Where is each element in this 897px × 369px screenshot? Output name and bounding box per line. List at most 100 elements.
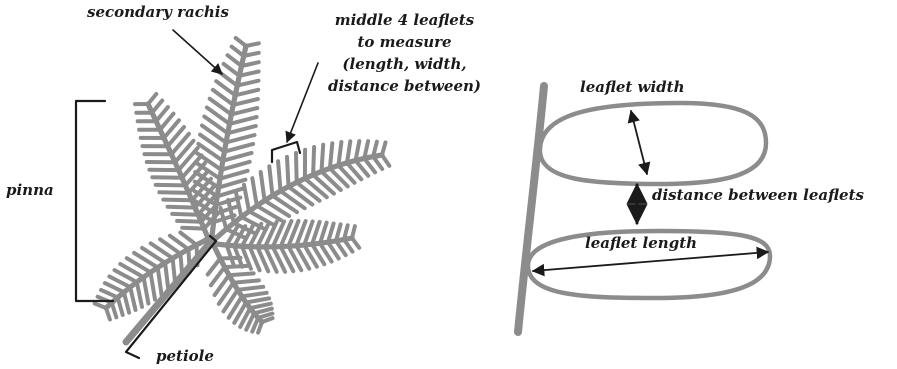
pinna-right-leaflet: [336, 163, 357, 185]
pinna-lower-left-leaflet: [132, 250, 160, 270]
pinna-lower-right-leaflet: [350, 224, 357, 240]
pinna-lower-left-leaflet: [155, 265, 164, 298]
pinna-right-leaflet: [311, 172, 336, 196]
pinna-lower-left-leaflet: [178, 230, 199, 247]
label-petiole: petiole: [156, 347, 214, 365]
pinna-lower-left-leaflet: [109, 300, 119, 320]
pinna-lower-right-leaflet: [318, 241, 334, 264]
pinna-lower-right-leaflet: [310, 219, 322, 247]
pinna-right: [211, 139, 392, 243]
pinna-upper-left-leaflet: [170, 211, 201, 217]
pinna-top-leaflet: [233, 36, 248, 48]
pinna-lower-right-leaflet: [263, 244, 279, 274]
label-secondary-rachis: secondary rachis: [87, 3, 229, 21]
pinna-bottom-leaflet: [256, 311, 275, 320]
pinna-lower-right-leaflet: [263, 220, 279, 249]
label-middle-leaflets-line-2: to measure: [357, 33, 452, 51]
label-middle-leaflets-line-1: middle 4 leaflets: [334, 11, 475, 29]
pinna-top-leaflet: [222, 141, 256, 154]
pinna-lower-right-leaflet: [350, 236, 362, 250]
pinna-top-leaflet: [210, 87, 236, 107]
pinna-upper-left-leaflet: [169, 131, 191, 157]
pinna-lower-right-leaflet: [255, 244, 271, 274]
pinna-lower-right-leaflet: [342, 223, 350, 242]
pinna-upper-left-leaflet: [190, 176, 213, 203]
pinna-lower-right-leaflet: [302, 219, 315, 247]
pinna-right-leaflet: [278, 189, 307, 211]
pinna-top-leaflet: [237, 69, 261, 78]
pinna-lower-right-leaflet: [326, 240, 341, 261]
pinna-bottom-leaflet: [218, 255, 243, 261]
pinna-right-leaflet: [353, 158, 371, 178]
pinna-lower-right-leaflet: [224, 225, 239, 248]
pinna-top-leaflet: [239, 60, 261, 68]
pinna-upper-left-leaflet: [157, 190, 191, 195]
pinna-upper-left-leaflet: [153, 182, 188, 188]
pinna-top-leaflet: [200, 123, 228, 145]
pinna-right-leaflet: [319, 142, 326, 174]
pinna-lower-left-leaflet: [128, 285, 138, 312]
pinna-top-leaflet: [224, 133, 257, 145]
pinna-top-leaflet: [227, 115, 259, 126]
pinna-lower-left-leaflet: [107, 274, 133, 290]
label-middle-leaflets: middle 4 leaflets to measure (length, wi…: [302, 9, 507, 97]
pinna-upper-left-leaflet: [150, 175, 184, 180]
pinna-lower-left-leaflet: [141, 275, 151, 306]
pinna-top-leaflet: [225, 53, 244, 68]
pinna-right-leaflet: [319, 169, 343, 192]
pinna-upper-left-leaflet: [175, 218, 204, 224]
rachis-stem: [514, 82, 548, 336]
leaflet-length-arrow: [531, 246, 770, 277]
pinna-bottom-leaflet: [232, 300, 248, 325]
pinna-top-leaflet: [225, 124, 258, 136]
pinna-upper-left-leaflet: [183, 161, 207, 188]
pinna-right-leaflet: [294, 151, 299, 185]
label-leaflet-width: leaflet width: [580, 78, 685, 96]
pinna-lower-right-leaflet: [286, 218, 301, 249]
pinna-right-leaflet: [380, 153, 392, 168]
pinna-lower-left-leaflet: [112, 268, 139, 285]
pinna-top-leaflet: [214, 79, 238, 98]
pinna-lower-left-leaflet: [167, 233, 191, 252]
pinna-right-leaflet: [353, 139, 362, 163]
pinna-top-leaflet: [198, 132, 227, 154]
secondary-rachis-pointer: [172, 29, 223, 75]
pinna-lower-right-leaflet: [239, 244, 253, 271]
fern-leaf-drawing: [92, 36, 392, 346]
pinna-right-leaflet: [371, 139, 379, 159]
pinna-bottom-leaflet: [222, 263, 250, 270]
pinna-bottom-leaflet: [252, 306, 274, 316]
pinna-lower-right-leaflet: [278, 219, 294, 249]
pinna-bottom-leaflet: [248, 301, 273, 311]
pinna-lower-left-leaflet: [102, 281, 126, 295]
pinna-top-leaflet: [244, 41, 261, 48]
middle-leaflets-pointer: [285, 62, 319, 144]
pinna-lower-left-leaflet: [194, 242, 200, 268]
pinna-upper-left-leaflet: [180, 153, 204, 180]
pinna-upper-left-leaflet: [161, 118, 181, 140]
pinna-top-leaflet: [229, 44, 246, 58]
pinna-upper-left-leaflet: [150, 98, 165, 115]
pinna-right-leaflet: [226, 197, 236, 225]
pinna-right-leaflet: [345, 139, 353, 165]
pinna-lower-right-leaflet: [239, 222, 256, 249]
pinna-lower-right-leaflet: [318, 220, 329, 246]
pinna-top-leaflet: [193, 170, 221, 190]
pinna-upper-left-leaflet: [161, 197, 194, 203]
pinna-lower-left-leaflet: [163, 260, 171, 293]
petiole-bracket: [124, 234, 218, 360]
pinna-top-leaflet: [217, 168, 250, 181]
pinna-right-leaflet: [276, 159, 283, 193]
pinna-lower-right-leaflet: [334, 222, 343, 243]
leaflet-width-arrow: [627, 109, 651, 176]
pinna-bottom-leaflet: [238, 306, 253, 329]
pinna-upper-left-leaflet: [202, 210, 221, 231]
pinna-lower-left-leaflet: [121, 290, 132, 315]
pinna-lower-left-leaflet: [92, 301, 108, 310]
pinna-lower-right-leaflet: [310, 242, 327, 267]
pinna-right-leaflet: [327, 166, 350, 189]
pinna-right-leaflet: [233, 190, 244, 219]
pinna-top-leaflet: [241, 50, 261, 58]
pinna-lower-left-leaflet: [134, 280, 144, 309]
label-leaflet-length: leaflet length: [585, 234, 698, 252]
